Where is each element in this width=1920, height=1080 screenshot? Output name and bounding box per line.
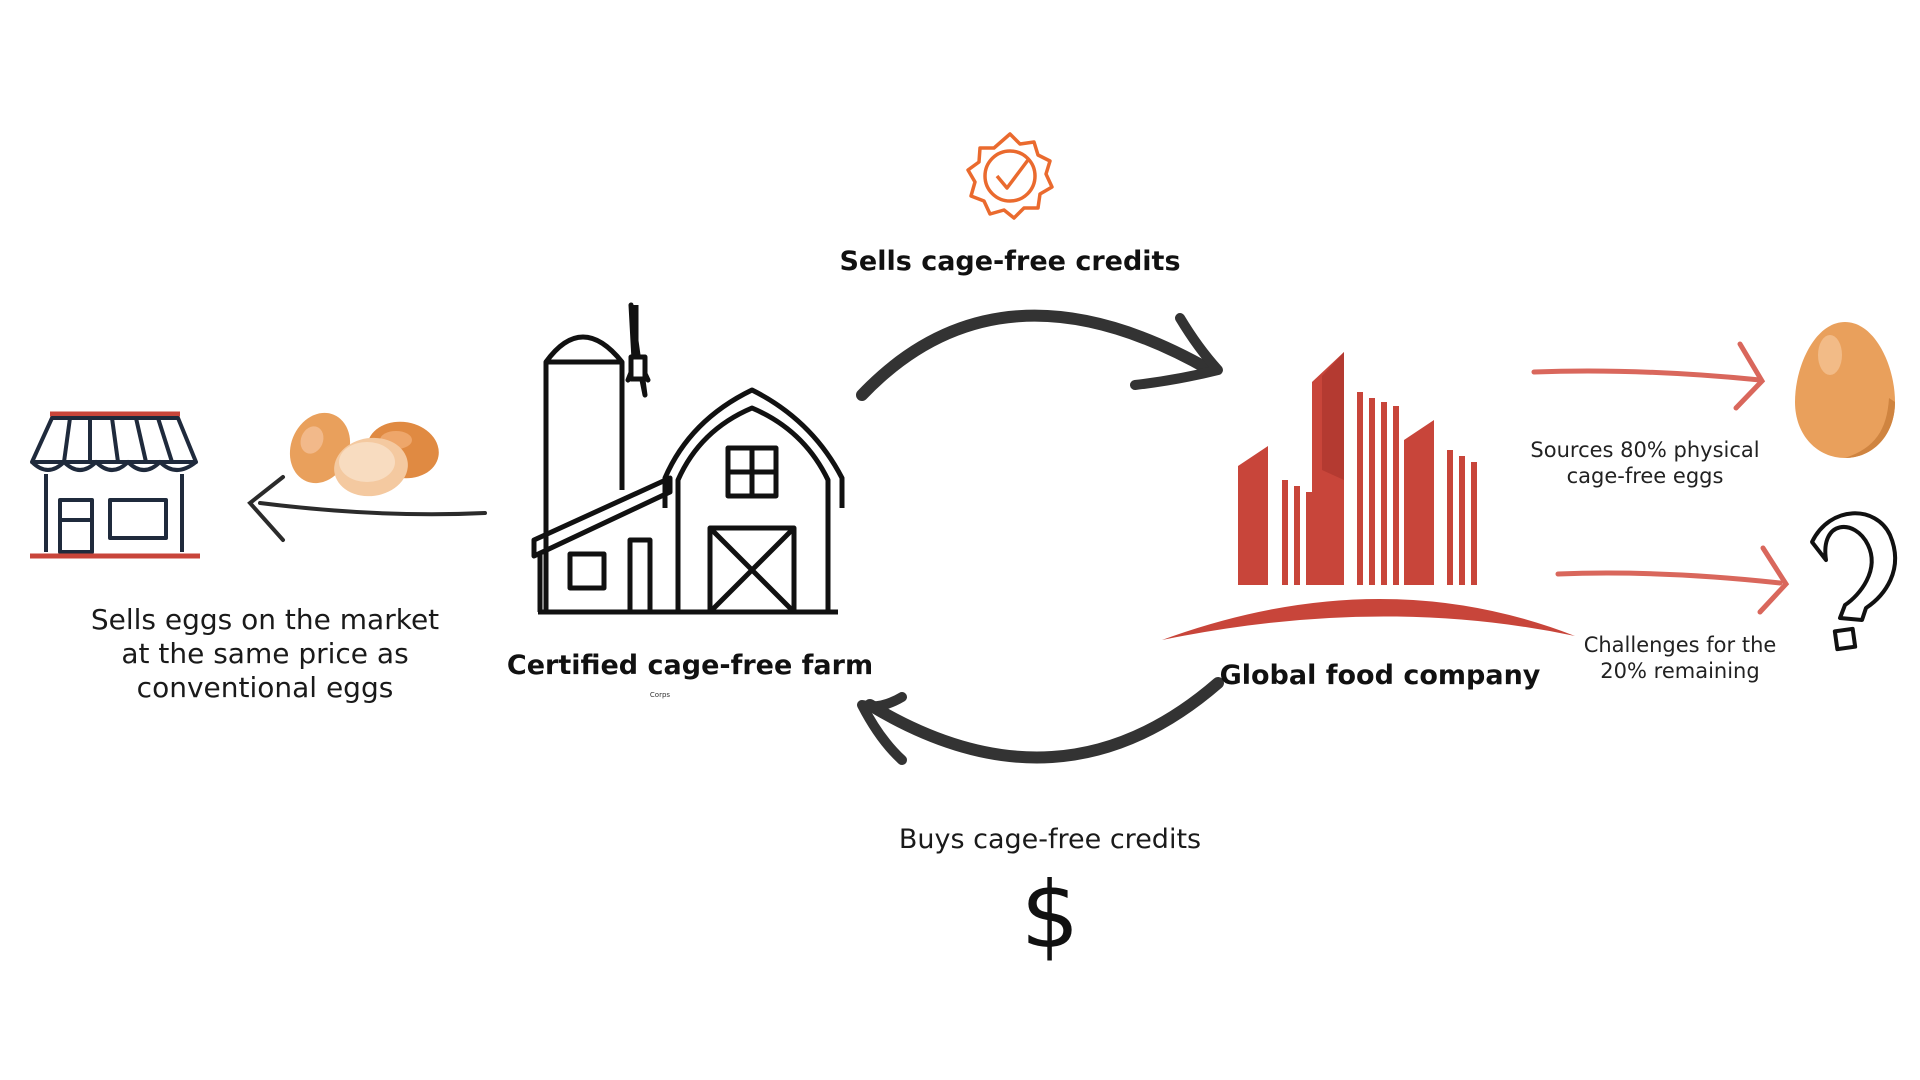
certified-badge-icon (966, 132, 1054, 220)
question-mark-icon (1810, 511, 1897, 652)
arrow-to-egg (1531, 341, 1766, 411)
sells-credits-label: Sells cage-free credits (839, 246, 1181, 277)
arrow-sells-credits (856, 309, 1223, 401)
arrow-to-market (247, 475, 487, 542)
farm-label: Certified cage-free farm (506, 650, 874, 681)
market-caption-line-3: conventional eggs (136, 671, 394, 705)
barn-icon (531, 302, 845, 615)
storefront-icon (30, 411, 200, 559)
city-buildings-icon (1162, 352, 1575, 640)
market-caption-line-1: Sells eggs on the market (90, 603, 440, 636)
challenges-caption: Challenges for the 20% remaining (1555, 633, 1805, 684)
dollar-icon: $ (1020, 862, 1080, 969)
farm-small-text: Corps (649, 691, 671, 699)
company-label: Global food company (1219, 660, 1541, 691)
arrow-buys-credits (857, 677, 1224, 765)
sources-line-1: Sources 80% physical (1530, 438, 1760, 462)
eggs-icon (289, 412, 439, 497)
buys-credits-label: Buys cage-free credits (898, 824, 1202, 855)
market-caption-line-2: at the same price as (121, 637, 409, 671)
arrow-to-question (1555, 545, 1790, 615)
sources-caption: Sources 80% physical cage-free eggs (1505, 438, 1785, 489)
challenges-line-1: Challenges for the (1583, 633, 1777, 657)
challenges-line-2: 20% remaining (1600, 658, 1760, 683)
sources-line-2: cage-free eggs (1566, 463, 1724, 488)
egg-icon (1795, 322, 1895, 458)
market-caption: Sells eggs on the market at the same pri… (60, 603, 470, 705)
